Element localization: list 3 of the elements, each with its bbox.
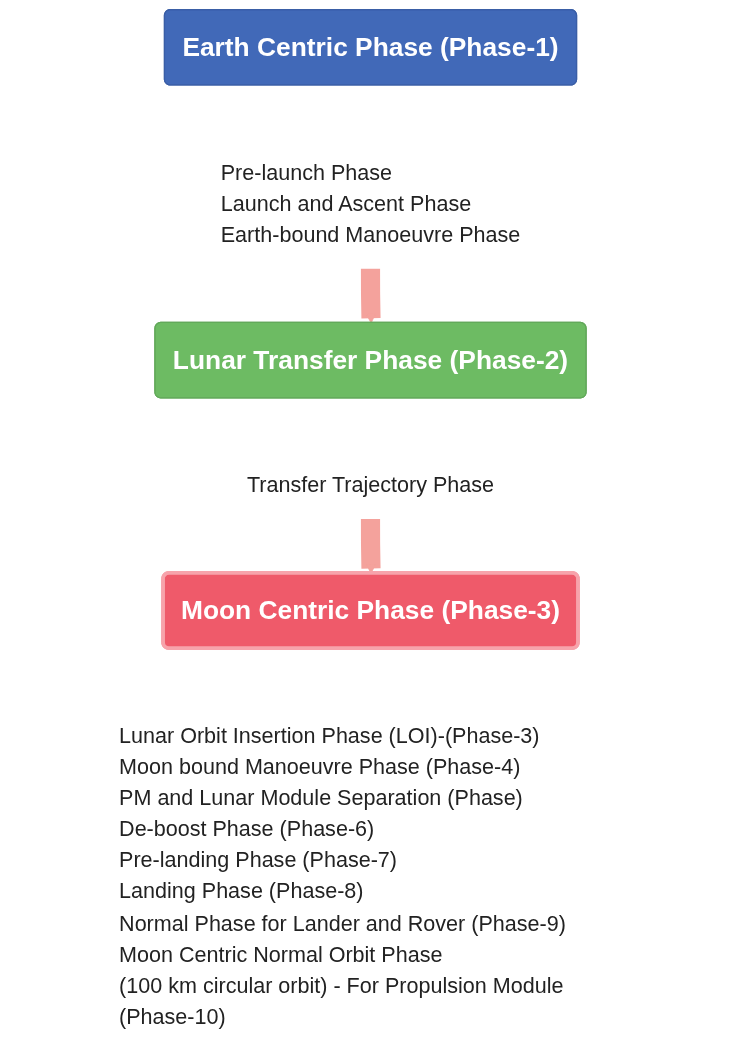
node-text: Pre-launch Phase Launch and Ascent Phase Earth-bound Manoeuvre Phase: [220, 160, 521, 247]
node-text: Transfer Trajectory Phase: [246, 473, 495, 498]
node-text: Lunar Orbit Insertion Phase (LOI)-(Phase-3) Moon bound Manoeuvre Phase (Phase-4) PM and Lunar Module Separation (Phase) De-boost Phase (Phase-6) Pre-landing Phase (Phase-7) Landing Phase (Phase-8) Normal Phase for Lander and Rover (Phase-9) Moon Centric Normal Orbit Phase (100 km circular orbit) - For Propulsion Module (Phase-10): [119, 723, 566, 1029]
